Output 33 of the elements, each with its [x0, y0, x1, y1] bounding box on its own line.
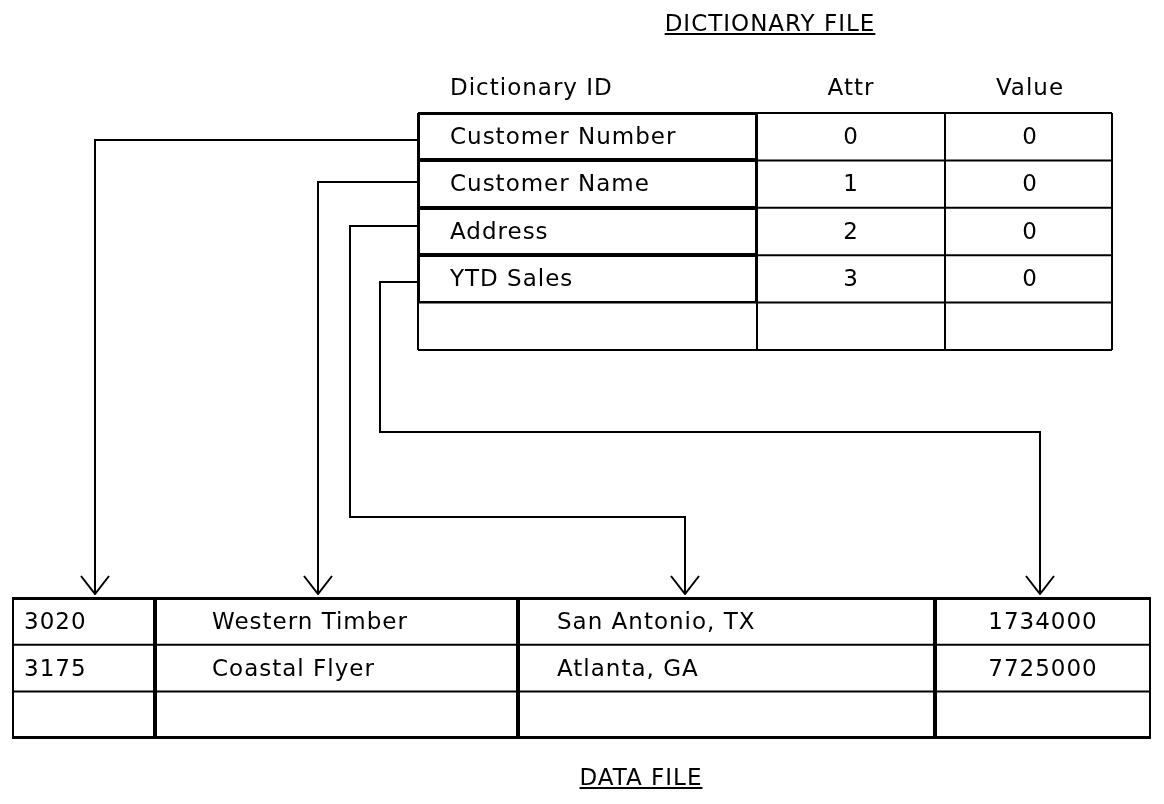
data-value: 1734000 — [988, 610, 1098, 633]
data-column — [935, 598, 1151, 738]
data-value: 3020 — [24, 610, 87, 633]
field-name: Customer Name — [418, 160, 757, 208]
arrow — [80, 139, 419, 595]
value-number: 0 — [1022, 125, 1038, 148]
column-header: Value — [995, 76, 1065, 99]
field-name: YTD Sales — [418, 255, 757, 303]
data-column — [12, 598, 155, 738]
field-name: Customer Number — [418, 113, 757, 161]
heading: DICTIONARY FILE — [664, 12, 876, 35]
attribute-number: 1 — [843, 172, 859, 196]
value-number: 0 — [1022, 267, 1038, 291]
data-column — [155, 598, 518, 738]
data-value: Coastal Flyer — [212, 656, 375, 680]
data-value: Western Timber — [212, 610, 408, 633]
value-number: 0 — [1022, 172, 1038, 196]
arrow — [349, 225, 700, 595]
attribute-number: 3 — [843, 267, 859, 291]
value-number: 0 — [1022, 219, 1038, 243]
data-value: 7725000 — [988, 656, 1098, 680]
data-column — [518, 598, 935, 738]
caption: DATA FILE — [579, 766, 703, 789]
column-header: Attr — [827, 76, 875, 99]
data-value: San Antonio, TX — [557, 610, 756, 633]
field-name: Address — [418, 207, 757, 256]
data-value: Atlanta, GA — [557, 656, 699, 680]
data-value: 3175 — [24, 656, 87, 680]
column-header: Dictionary ID — [450, 76, 613, 99]
arrow — [379, 281, 1055, 595]
attribute-number: 2 — [843, 219, 859, 243]
attribute-number: 0 — [843, 125, 859, 148]
arrow — [303, 181, 419, 595]
